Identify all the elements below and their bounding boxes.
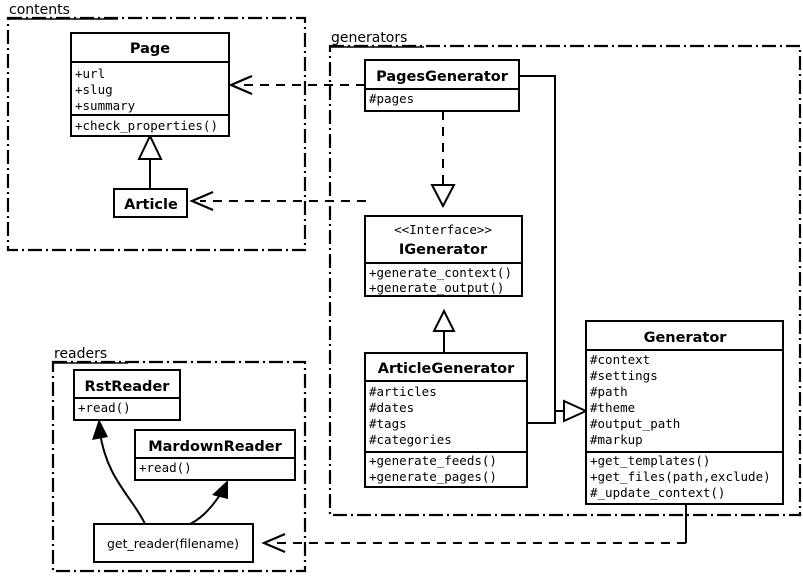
class-igenerator-stereotype: <<Interface>> — [394, 222, 492, 237]
class-mardownreader-method: +read() — [139, 460, 192, 475]
function-box-get-reader[interactable]: get_reader(filename) — [93, 523, 254, 563]
class-articlegenerator-attribute: #articles — [369, 384, 437, 399]
class-mardownreader-name: MardownReader — [148, 439, 282, 455]
class-box-page[interactable]: Page +url +slug +summary +check_properti… — [70, 32, 230, 137]
class-generator-method: +get_files(path,exclude) — [590, 469, 771, 484]
edge-pagesgenerator-uses-page — [228, 74, 365, 96]
class-rstreader-frame — [73, 369, 181, 421]
class-article-frame — [113, 188, 188, 218]
class-generator-attribute: #theme — [590, 400, 635, 415]
class-page-attribute: +slug — [75, 82, 113, 97]
class-page-frame — [70, 32, 230, 137]
arrowhead-association-mardownreader — [212, 480, 228, 499]
arrowhead-dependency-page — [228, 74, 253, 96]
class-articlegenerator-attribute: #categories — [369, 432, 452, 447]
package-generators-label: generators — [331, 30, 407, 46]
class-pagesgenerator-name: PagesGenerator — [376, 69, 509, 85]
edge-articlegenerator-uses-article — [189, 190, 366, 212]
class-articlegenerator-attribute: #dates — [369, 400, 414, 415]
class-box-article[interactable]: Article — [113, 188, 188, 218]
class-box-generator[interactable]: Generator #context #settings #path #them… — [585, 320, 784, 505]
arrowhead-dependency-get-reader — [261, 532, 286, 554]
class-igenerator-frame — [364, 215, 523, 297]
class-rstreader-name: RstReader — [85, 379, 171, 395]
class-page-name: Page — [130, 41, 170, 57]
class-igenerator-name: IGenerator — [399, 242, 488, 258]
package-generators-border — [328, 44, 802, 517]
class-mardownreader-frame — [134, 429, 296, 481]
class-box-pagesgenerator[interactable]: PagesGenerator #pages — [364, 59, 520, 112]
arrowhead-generalization-generator — [563, 399, 589, 423]
class-generator-attribute: #settings — [590, 368, 658, 383]
class-generator-attribute: #path — [590, 384, 628, 399]
class-generator-frame — [585, 320, 784, 505]
function-get-reader-label: get_reader(filename) — [107, 536, 239, 551]
class-articlegenerator-name: ArticleGenerator — [378, 361, 515, 377]
class-page-attribute: +summary — [75, 98, 136, 113]
class-generator-name: Generator — [644, 330, 728, 346]
class-articlegenerator-method: +generate_pages() — [369, 469, 497, 484]
arrowhead-generalization-igenerator-bottom — [432, 308, 456, 332]
package-readers-border — [51, 360, 307, 573]
class-pagesgenerator-frame — [364, 59, 520, 112]
package-readers: readers — [51, 346, 307, 573]
arrowhead-realization-igenerator-top — [430, 184, 456, 209]
edge-pagesgenerator-inherits-generator — [519, 75, 564, 412]
package-readers-label: readers — [54, 346, 107, 362]
package-contents-border — [6, 16, 307, 252]
function-get-reader-frame — [93, 523, 254, 563]
class-page-attribute: +url — [75, 66, 105, 81]
edge-get-reader-creates-mardownreader — [185, 480, 228, 527]
class-box-articlegenerator[interactable]: ArticleGenerator #articles #dates #tags … — [364, 352, 528, 488]
class-article-name: Article — [124, 197, 178, 213]
edge-articlegenerator-inherits-generator — [527, 411, 556, 424]
class-articlegenerator-method: +generate_feeds() — [369, 453, 497, 468]
class-articlegenerator-attribute: #tags — [369, 416, 407, 431]
package-generators: generators — [328, 30, 802, 517]
arrowhead-dependency-article — [189, 190, 214, 212]
class-generator-method: #_update_context() — [590, 485, 725, 500]
class-pagesgenerator-attribute: #pages — [369, 91, 414, 106]
class-generator-attribute: #markup — [590, 432, 643, 447]
edge-get-reader-creates-rstreader — [92, 419, 146, 525]
class-articlegenerator-frame — [364, 352, 528, 488]
class-box-rstreader[interactable]: RstReader +read() — [73, 369, 181, 421]
edge-pagesgenerator-realizes-igenerator — [430, 111, 456, 209]
class-generator-attribute: #output_path — [590, 416, 680, 431]
class-rstreader-method: +read() — [78, 400, 131, 415]
arrowhead-association-rstreader — [92, 419, 108, 440]
class-generator-method: +get_templates() — [590, 453, 710, 468]
class-box-igenerator[interactable]: <<Interface>> IGenerator +generate_conte… — [364, 215, 523, 297]
class-igenerator-method: +generate_output() — [369, 280, 504, 295]
class-box-mardownreader[interactable]: MardownReader +read() — [134, 429, 296, 481]
edge-articlegenerator-realizes-igenerator — [432, 308, 456, 353]
edge-generator-uses-get-reader — [261, 504, 687, 554]
edge-article-inherits-page — [137, 133, 163, 190]
class-igenerator-method: +generate_context() — [369, 265, 512, 280]
arrowhead-generalization-page — [137, 133, 163, 160]
package-contents: contents — [6, 2, 307, 252]
package-contents-label: contents — [9, 2, 70, 18]
class-generator-attribute: #context — [590, 352, 650, 367]
class-page-method: +check_properties() — [75, 118, 218, 133]
